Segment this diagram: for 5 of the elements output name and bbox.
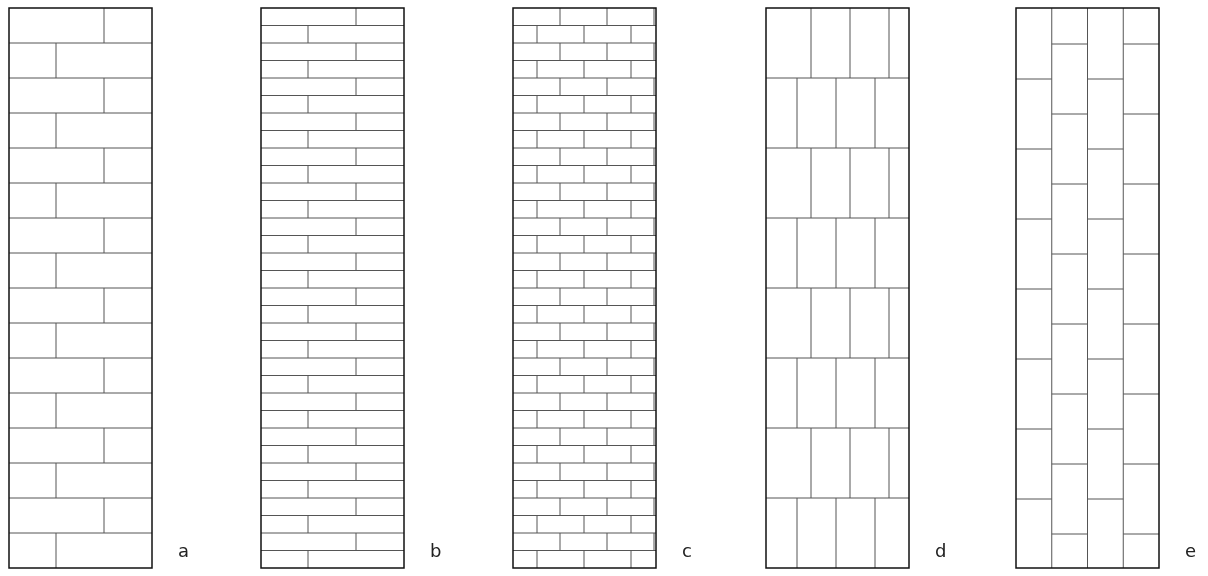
- panel-label: b: [430, 542, 442, 560]
- panel-label: a: [178, 542, 190, 560]
- panel-label: c: [682, 542, 692, 560]
- panel-label: e: [1185, 542, 1197, 560]
- panel-label: d: [935, 542, 947, 560]
